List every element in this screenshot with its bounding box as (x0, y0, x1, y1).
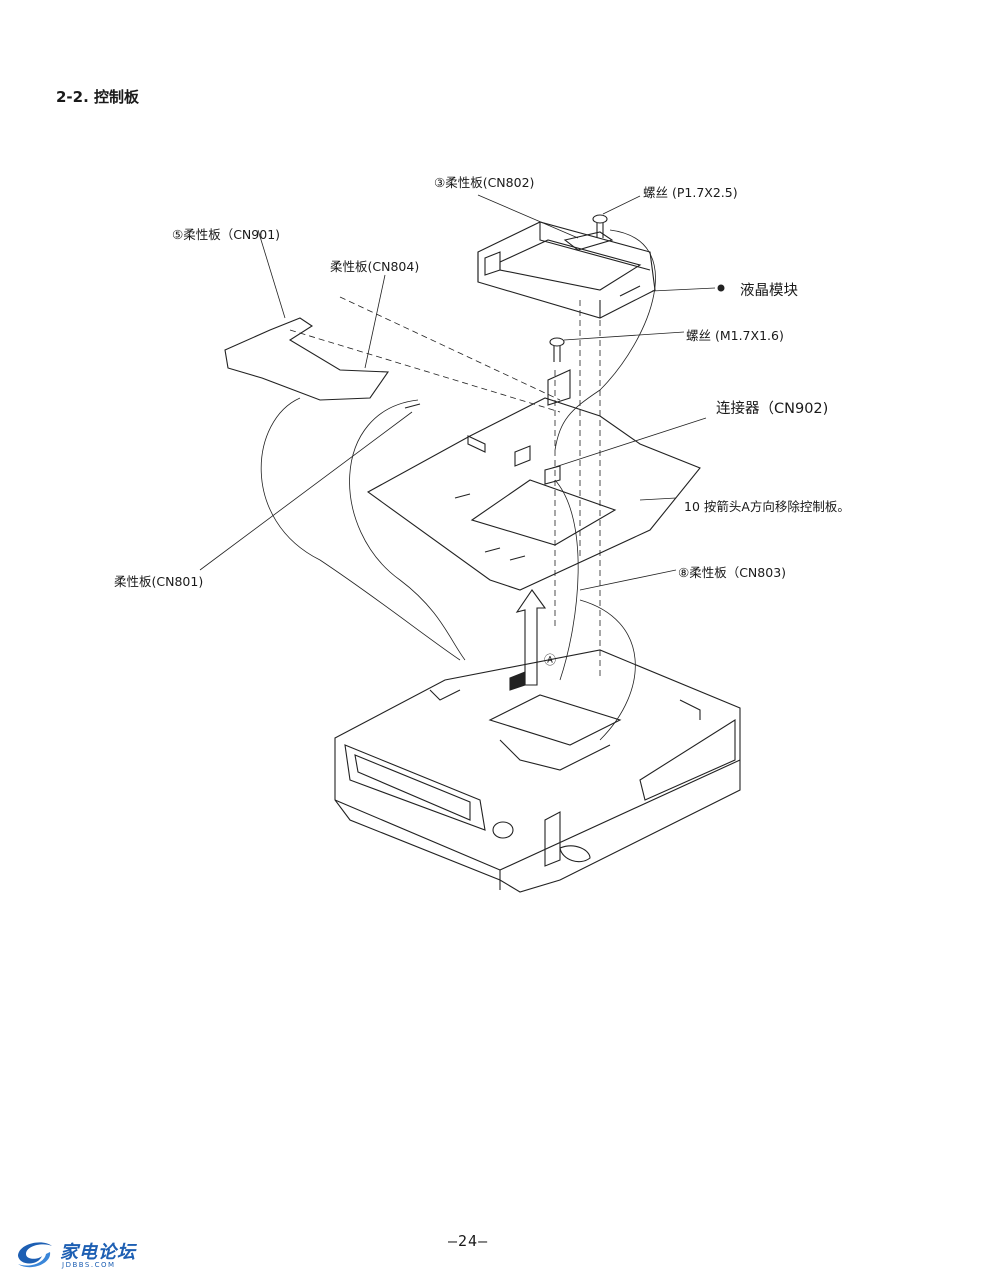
lcd-label-marker (717, 284, 725, 292)
flex-cable-cn901-part (224, 229, 390, 401)
callout-cn801: 柔性板(CN801) (114, 574, 204, 589)
section-title: 2-2. 控制板 (56, 88, 140, 106)
callout-screw-m17: 螺丝 (M1.7X1.6) (686, 328, 784, 343)
screw-p17-part (592, 195, 641, 238)
watermark-url: JDBBS.COM (62, 1261, 116, 1269)
callout-cn803: ⑧柔性板（CN803) (678, 565, 787, 580)
callout-cn802: ③柔性板(CN802) (434, 175, 535, 190)
control-board-part (366, 369, 701, 591)
screw-m17-part (549, 331, 685, 362)
callout-leaders (199, 194, 716, 591)
callout-connector-cn902: 连接器（CN902) (716, 401, 829, 417)
callout-screw-p17: 螺丝 (P1.7X2.5) (643, 185, 738, 200)
watermark-logo: 家电论坛 JDBBS.COM (12, 1234, 172, 1274)
swirl-logo-icon (18, 1242, 52, 1268)
callout-step10: 10 按箭头A方向移除控制板。 (684, 499, 850, 514)
callout-lcd-module: 液晶模块 (740, 283, 798, 299)
removal-arrow-a (509, 589, 547, 691)
page-number: —24— (448, 1232, 489, 1250)
alignment-lines (289, 296, 601, 680)
connector-guide-curves (260, 229, 656, 741)
callout-cn804: 柔性板(CN804) (330, 259, 420, 274)
callout-cn901: ⑤柔性板（CN901) (172, 227, 281, 242)
main-unit-chassis-part (334, 649, 741, 893)
lcd-module-part (477, 221, 656, 319)
watermark-brand: 家电论坛 (60, 1242, 136, 1263)
callout-arrow-a: Ⓐ (544, 653, 557, 667)
